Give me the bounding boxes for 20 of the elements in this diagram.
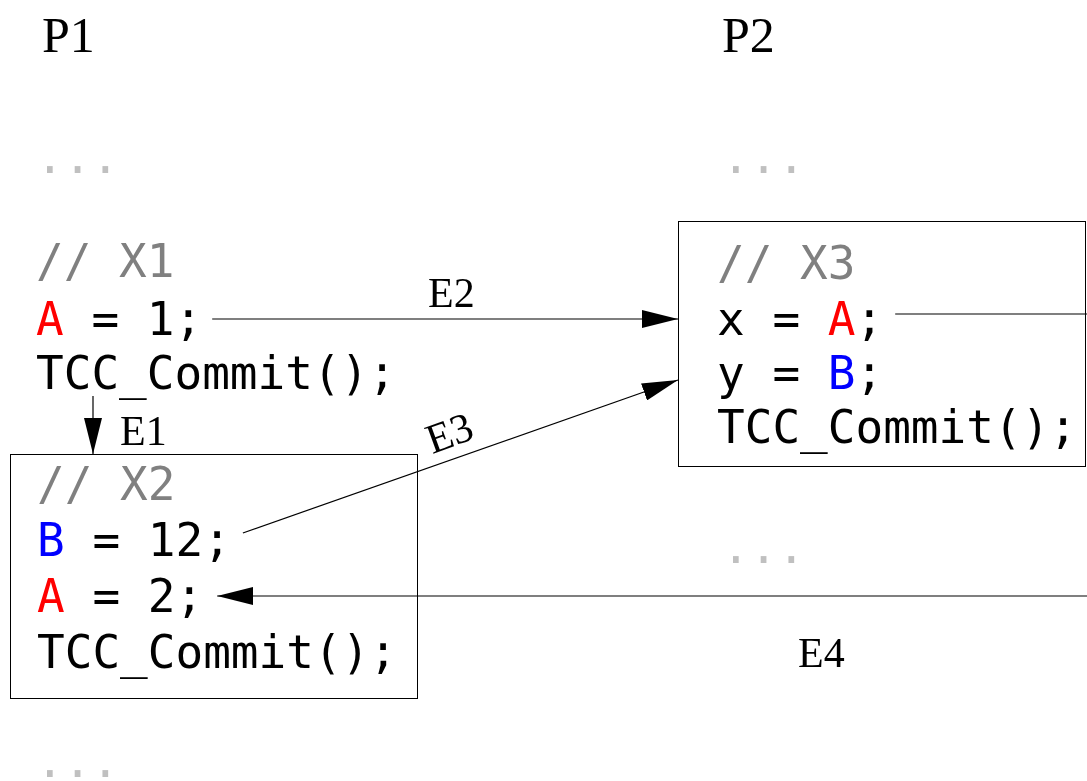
code-line: B = 12; <box>37 517 231 563</box>
code-block-box <box>678 221 1086 467</box>
arrow <box>216 587 1087 605</box>
code-line: A = 1; <box>36 296 203 342</box>
ellipsis: ... <box>722 524 806 570</box>
ellipsis: ... <box>36 738 120 781</box>
process-heading: P1 <box>42 10 95 60</box>
code-comment: // X2 <box>37 461 176 507</box>
code-block-box <box>10 454 418 699</box>
code-comment: // X3 <box>717 240 856 286</box>
connector-line <box>894 313 1087 315</box>
ellipsis: ... <box>36 134 120 180</box>
arrow <box>242 379 679 534</box>
code-line: A = 2; <box>37 573 204 619</box>
code-comment: // X1 <box>36 238 175 284</box>
process-heading: P2 <box>722 10 775 60</box>
arrow <box>84 395 102 455</box>
code-line: x = A; <box>717 296 884 342</box>
arrow <box>211 310 679 328</box>
ellipsis: ... <box>722 134 806 180</box>
